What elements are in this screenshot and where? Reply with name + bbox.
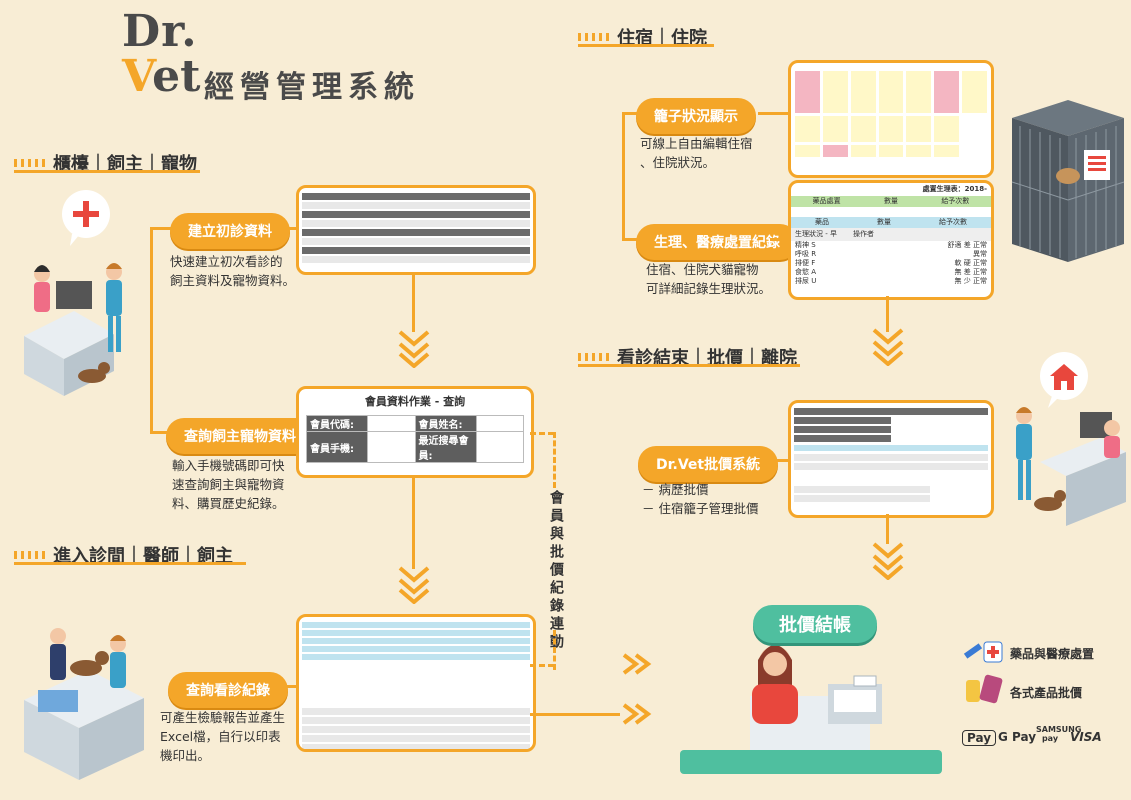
legend-products: 各式產品批價: [1010, 686, 1083, 700]
cage-status-desc: 可線上自由編輯住宿、住院狀況。: [640, 136, 753, 170]
member-name-label: 會員姓名:: [414, 415, 477, 432]
system-name: 經營管理系統: [204, 70, 420, 105]
section-exam: 進入診間｜醫師｜飼主: [14, 542, 233, 568]
down-arrow-icon: [398, 330, 430, 368]
link-label: 會員與批價紀錄連動: [548, 490, 564, 652]
section-boarding: 住宿｜住院: [578, 24, 707, 50]
vitals-desc: 住宿、住院犬貓寵物可詳細記錄生理狀況。: [646, 262, 772, 296]
billing-desc: － 病歷批價－ 住宿籠子管理批價: [642, 482, 759, 516]
down-arrow-icon: [872, 542, 904, 580]
new-visit-desc: 快速建立初次看診的飼主資料及寵物資料。: [170, 254, 296, 288]
member-phone-label: 會員手機:: [306, 431, 368, 463]
down-arrow-icon: [872, 328, 904, 366]
member-query-title: 會員資料作業 - 查詢: [364, 395, 466, 408]
section-bars-icon: [14, 159, 45, 167]
member-query-table: 會員代碼: 會員姓名: 會員手機: 最近搜尋會員:: [306, 415, 524, 463]
query-owner-button[interactable]: 查詢飼主寵物資料: [166, 418, 314, 454]
member-phone-input[interactable]: [367, 431, 416, 463]
logo-dr: Dr.: [122, 6, 198, 57]
billing-button[interactable]: Dr.Vet批價系統: [638, 446, 779, 482]
new-visit-button[interactable]: 建立初診資料: [170, 213, 290, 249]
member-name-input[interactable]: [475, 415, 524, 432]
visit-records-screenshot: [296, 614, 536, 752]
medicine-icon: [963, 641, 1003, 663]
section-bars-icon: [14, 551, 45, 559]
section-bars-icon: [578, 33, 609, 41]
cashier-illustration: [680, 645, 942, 774]
products-icon: [966, 674, 1003, 704]
reception-illustration: [24, 190, 122, 396]
logo-vet: Vet: [122, 51, 201, 102]
member-code-input[interactable]: [367, 415, 416, 432]
vitals-table-title: 處置生理表：2018-: [922, 185, 987, 193]
vitals-button[interactable]: 生理、醫療處置紀錄: [636, 224, 798, 260]
member-code-label: 會員代碼:: [306, 415, 368, 432]
search-button[interactable]: 搜尋: [336, 475, 380, 478]
section-bars-icon: [578, 353, 609, 361]
right-arrow-icon: [622, 653, 652, 675]
member-query-screenshot: 會員資料作業 - 查詢 會員代碼: 會員姓名: 會員手機: 最近搜尋會員: 搜尋…: [296, 386, 534, 478]
right-arrow-icon: [622, 703, 652, 725]
recent-member-label: 最近搜尋會員:: [414, 431, 477, 463]
section-discharge: 看診結束｜批價｜離院: [578, 344, 797, 370]
down-arrow-icon: [398, 566, 430, 604]
discharge-illustration: [1016, 352, 1126, 526]
vitals-table-screenshot: 處置生理表：2018- 藥品處置數量給予次數 藥品數量給予次數 生理狀況 - 早…: [788, 180, 994, 300]
checkout-button[interactable]: 批價結帳: [753, 605, 877, 643]
exam-room-illustration: [24, 628, 144, 780]
cage-grid-screenshot: [788, 60, 994, 178]
section-counter: 櫃檯｜飼主｜寵物: [14, 150, 197, 176]
exit-button[interactable]: 離出: [450, 475, 494, 478]
recent-member-select[interactable]: [475, 431, 524, 463]
cage-status-button[interactable]: 籠子狀況顯示: [636, 98, 756, 134]
visa-icon: VISA: [1070, 730, 1102, 744]
new-visit-form-screenshot: [296, 185, 536, 275]
samsung-pay-icon: SAMSUNG pay: [1036, 725, 1082, 743]
cage-illustration: [1011, 100, 1125, 262]
query-records-button[interactable]: 查詢看診紀錄: [168, 672, 288, 708]
query-owner-desc: 輸入手機號碼即可快速查詢飼主與寵物資料、購買歷史紀錄。: [172, 458, 285, 511]
legend-medicine: 藥品與醫療處置: [1010, 647, 1095, 661]
apple-pay-icon: Pay: [962, 730, 997, 746]
billing-screenshot: [788, 400, 994, 518]
google-pay-icon: G Pay: [998, 730, 1037, 744]
